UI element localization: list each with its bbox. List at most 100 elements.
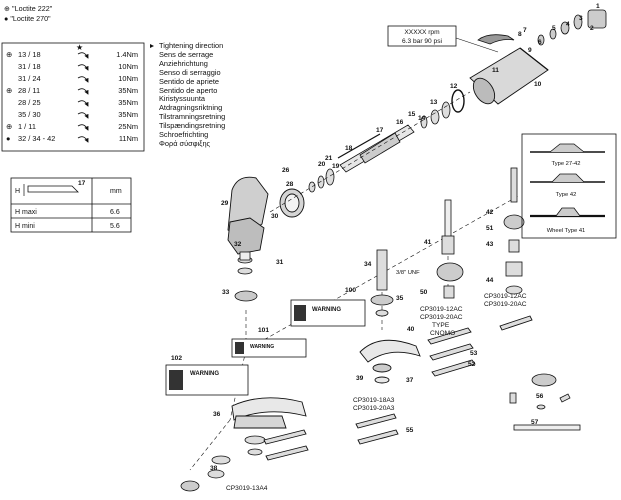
part-number-32: 32 bbox=[234, 241, 242, 248]
torque-ref: 28 / 11 bbox=[18, 86, 41, 95]
part-number-7: 7 bbox=[523, 27, 527, 34]
warning-label-100: WARNING bbox=[290, 299, 366, 327]
rotation-arrows bbox=[77, 52, 89, 143]
h-maxi-value: 6.6 bbox=[110, 209, 120, 216]
tightening-direction-text: Φορά σύσφιξης bbox=[159, 138, 211, 148]
motor-housing bbox=[469, 47, 549, 105]
caption-cp3019-20a3: CP3019-20A3 bbox=[353, 405, 395, 412]
bearings bbox=[308, 168, 335, 193]
tightening-direction-text: Anziehrichtung bbox=[159, 58, 208, 68]
tightening-direction-text: Schroefrichting bbox=[159, 130, 209, 139]
caption-cp3019-20ac-cnomo: CP3019-20AC bbox=[420, 314, 463, 321]
part-number-40: 40 bbox=[407, 326, 415, 333]
tightening-direction-text: Kiristyssuunta bbox=[159, 94, 206, 104]
part-number-101: 101 bbox=[258, 327, 269, 334]
rpm-value: XXXXX rpm bbox=[404, 29, 440, 36]
tightening-direction-text: Sentido de aperto bbox=[159, 85, 218, 95]
part-number-29: 29 bbox=[221, 200, 229, 207]
part-number-37: 37 bbox=[406, 377, 414, 384]
type-27-42-label: Type 27-42 bbox=[551, 161, 580, 167]
part-number-16: 16 bbox=[396, 119, 404, 126]
tightening-direction-text: Senso di serraggio bbox=[159, 67, 221, 77]
star-marker: ★ bbox=[76, 43, 83, 52]
caption-cp3019-20ac-right: CP3019-20AC bbox=[484, 301, 527, 308]
part-number-44: 44 bbox=[486, 277, 494, 284]
part-number-43: 43 bbox=[486, 241, 494, 248]
caption-cp3019-18a3: CP3019-18A3 bbox=[353, 397, 395, 404]
part-number-50: 50 bbox=[420, 289, 428, 296]
part-number-3: 3 bbox=[579, 15, 583, 22]
part-number-51: 51 bbox=[486, 225, 494, 232]
flange-stack-left bbox=[180, 435, 266, 492]
thread-label: 3/8" UNF bbox=[396, 270, 420, 276]
torque-value: 35Nm bbox=[118, 110, 138, 119]
h-header: H bbox=[15, 188, 20, 195]
part-number-57: 57 bbox=[531, 419, 539, 426]
inlet-fittings bbox=[537, 9, 607, 46]
part-number-2: 2 bbox=[590, 25, 594, 32]
torque-row: 31 / 24 10Nm bbox=[4, 74, 142, 84]
caption-cp3019-12ac-cnomo: CP3019-12AC bbox=[420, 306, 463, 313]
part-number-21: 21 bbox=[325, 155, 333, 162]
legend-loctite-222: ⊕ "Loctite 222" bbox=[4, 4, 53, 13]
rotor-assembly bbox=[337, 89, 465, 173]
torque-symbol: ⊕ bbox=[6, 86, 13, 95]
torque-ref: 35 / 30 bbox=[18, 110, 41, 119]
torque-value: 10Nm bbox=[118, 74, 138, 83]
part-number-53: 53 bbox=[470, 350, 478, 357]
part-number-39: 39 bbox=[356, 375, 364, 382]
tightening-direction-text: Tilstramningsretning bbox=[159, 112, 226, 122]
h-mini-label: H mini bbox=[15, 223, 35, 230]
part-number-11: 11 bbox=[492, 67, 499, 74]
part-number-35: 35 bbox=[396, 295, 404, 302]
legend-loctite-270: ● "Loctite 270" bbox=[4, 14, 51, 23]
blade-profile bbox=[27, 185, 79, 193]
torque-value: 10Nm bbox=[118, 62, 138, 71]
h-maxi-label: H maxi bbox=[15, 209, 37, 216]
wrenches bbox=[263, 315, 533, 461]
type-42-label: Type 42 bbox=[556, 192, 577, 198]
torque-symbol: ● bbox=[6, 134, 11, 143]
part-number-31: 31 bbox=[276, 259, 284, 266]
part-number-36: 36 bbox=[213, 411, 221, 418]
part-number-4: 4 bbox=[566, 21, 570, 28]
part-number-15: 15 bbox=[408, 111, 416, 118]
part-number-56: 56 bbox=[536, 393, 544, 400]
part-number-17: 17 bbox=[376, 127, 384, 134]
part-number-52: 52 bbox=[468, 361, 476, 368]
tightening-direction-text: Sens de serrage bbox=[159, 49, 214, 59]
part-number-42: 42 bbox=[486, 209, 494, 216]
torque-value: 1.4Nm bbox=[116, 50, 138, 59]
guard-36 bbox=[231, 397, 307, 429]
loctite-222-symbol: ⊕ bbox=[4, 4, 11, 13]
torque-ref: 32 / 34 - 42 bbox=[18, 134, 56, 143]
part-number-28: 28 bbox=[286, 181, 294, 188]
torque-row: 35 / 30 35Nm bbox=[4, 110, 142, 120]
svg-text:WARNING: WARNING bbox=[312, 307, 341, 313]
part-number-labels: 1234567891011121314151617181920212628293… bbox=[171, 3, 600, 472]
direction-pointer bbox=[150, 44, 154, 48]
loctite-270-symbol: ● bbox=[4, 14, 9, 23]
caption-cp3019-13a4: CP3019-13A4 bbox=[226, 485, 268, 492]
throttle-lever bbox=[477, 34, 515, 45]
right-spindle bbox=[503, 167, 525, 295]
warning-label-101: WARNING bbox=[231, 338, 307, 358]
cnomo-spindle bbox=[436, 199, 464, 299]
mm-header: mm bbox=[110, 188, 122, 195]
part-number-20: 20 bbox=[318, 161, 326, 168]
h-table bbox=[10, 177, 132, 233]
torque-symbol: ⊕ bbox=[6, 50, 13, 59]
part-number-38: 38 bbox=[210, 465, 218, 472]
part-number-55: 55 bbox=[406, 427, 414, 434]
unf-spindle bbox=[370, 249, 394, 317]
part-number-12: 12 bbox=[450, 83, 458, 90]
part-number-5: 5 bbox=[552, 25, 556, 32]
caption-cp3019-12ac-right: CP3019-12AC bbox=[484, 293, 527, 300]
torque-value: 11Nm bbox=[118, 134, 138, 143]
torque-ref: 31 / 24 bbox=[18, 74, 41, 83]
